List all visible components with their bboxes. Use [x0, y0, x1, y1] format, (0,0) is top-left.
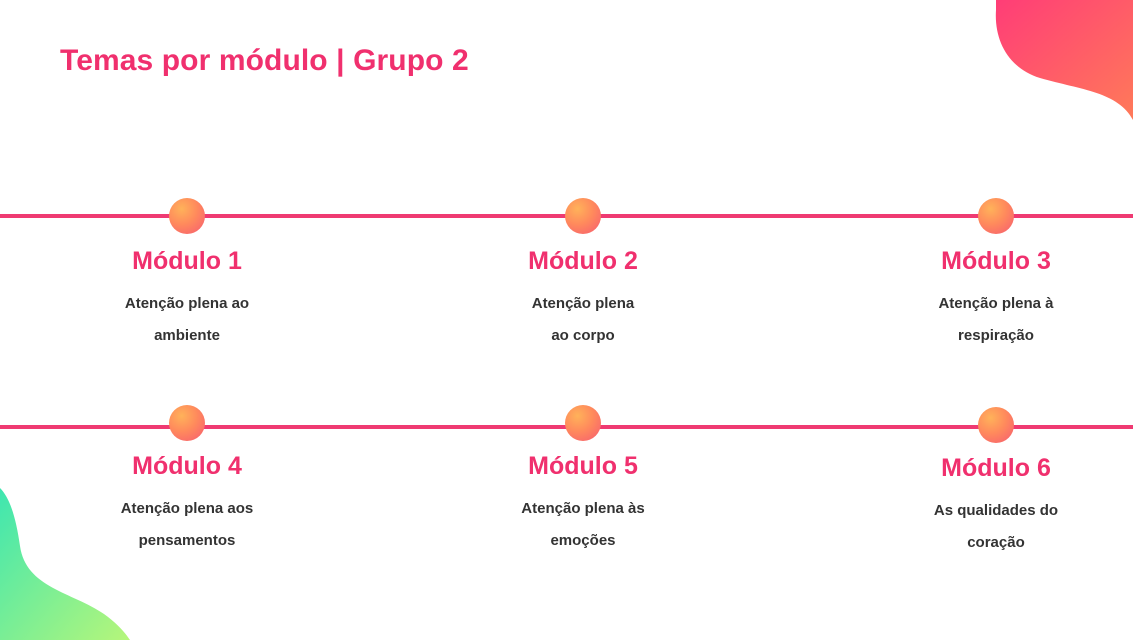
module-description: Atenção plena às emoções: [463, 493, 703, 557]
timeline-dot-module-6: [978, 407, 1014, 443]
timeline-dot-module-3: [978, 198, 1014, 234]
module-description-line: Atenção plena ao: [124, 295, 250, 312]
timeline-dot-module-4: [169, 405, 205, 441]
module-description-line: pensamentos: [138, 532, 236, 549]
module-card-1: Módulo 1 Atenção plena ao ambiente: [67, 246, 307, 352]
module-title: Módulo 4: [132, 452, 242, 480]
module-description-line: As qualidades do: [933, 502, 1059, 519]
module-description: Atenção plena ao corpo: [463, 288, 703, 352]
module-title: Módulo 6: [941, 454, 1051, 482]
module-title: Módulo 3: [941, 247, 1051, 275]
decorative-blob-bottom-left: [0, 488, 130, 640]
module-description-line: coração: [967, 534, 1025, 551]
module-description: Atenção plena à respiração: [876, 288, 1116, 352]
module-description-line: emoções: [550, 532, 616, 549]
timeline-dot-module-5: [565, 405, 601, 441]
module-card-4: Módulo 4 Atenção plena aos pensamentos: [67, 451, 307, 557]
timeline-dot-module-2: [565, 198, 601, 234]
module-description-line: respiração: [958, 327, 1034, 344]
module-description-line: Atenção plena à: [938, 295, 1054, 312]
module-description-line: ambiente: [154, 327, 220, 344]
timeline-dot-module-1: [169, 198, 205, 234]
module-description-line: Atenção plena: [531, 295, 635, 312]
module-description: As qualidades do coração: [876, 495, 1116, 559]
page-title: Temas por módulo | Grupo 2: [60, 44, 469, 77]
module-title: Módulo 1: [132, 247, 242, 275]
module-description-line: Atenção plena aos: [120, 500, 254, 517]
module-description-line: ao corpo: [551, 327, 615, 344]
module-description-line: Atenção plena às: [521, 500, 645, 517]
module-description: Atenção plena aos pensamentos: [67, 493, 307, 557]
module-card-6: Módulo 6 As qualidades do coração: [876, 453, 1116, 559]
module-card-5: Módulo 5 Atenção plena às emoções: [463, 451, 703, 557]
module-card-2: Módulo 2 Atenção plena ao corpo: [463, 246, 703, 352]
module-card-3: Módulo 3 Atenção plena à respiração: [876, 246, 1116, 352]
module-description: Atenção plena ao ambiente: [67, 288, 307, 352]
module-title: Módulo 2: [528, 247, 638, 275]
decorative-blob-top-right: [995, 0, 1133, 120]
module-title: Módulo 5: [528, 452, 638, 480]
